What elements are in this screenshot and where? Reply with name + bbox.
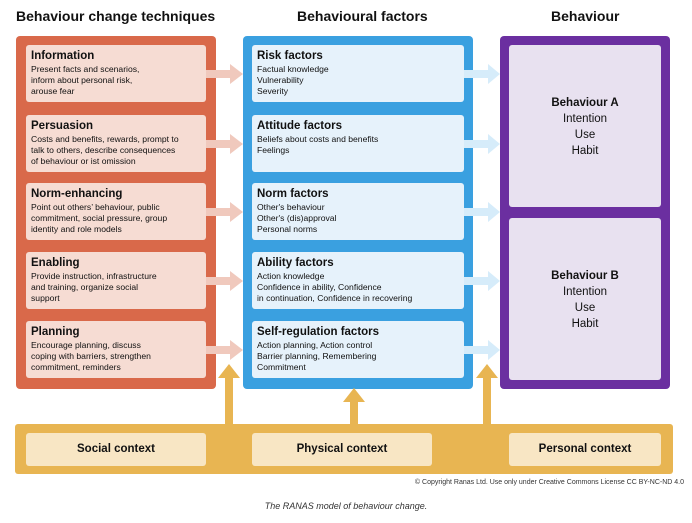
factor-card-risk: Risk factors Factual knowledge Vulnerabi… bbox=[252, 45, 464, 102]
factor-title: Ability factors bbox=[257, 257, 334, 269]
technique-card-enabling: Enabling Provide instruction, infrastruc… bbox=[26, 252, 206, 309]
factor-card-self-regulation: Self-regulation factors Action planning,… bbox=[252, 321, 464, 378]
technique-text: Point out others’ behaviour, public comm… bbox=[31, 202, 168, 235]
social-context: Social context bbox=[26, 433, 206, 466]
factor-card-ability: Ability factors Action knowledge Confide… bbox=[252, 252, 464, 309]
right-arrow bbox=[206, 134, 243, 154]
technique-text: Provide instruction, infrastructure and … bbox=[31, 271, 157, 304]
right-arrow bbox=[464, 202, 500, 222]
right-arrow bbox=[206, 271, 243, 291]
factor-card-norm: Norm factors Other's behaviour Other's (… bbox=[252, 183, 464, 240]
technique-card-planning: Planning Encourage planning, discuss cop… bbox=[26, 321, 206, 378]
right-arrow bbox=[206, 64, 243, 84]
factor-text: Other's behaviour Other's (dis)approval … bbox=[257, 202, 337, 235]
technique-title: Norm-enhancing bbox=[31, 188, 123, 200]
behaviour-card-b: Behaviour B Intention Use Habit bbox=[509, 218, 661, 380]
behaviour-title: Behaviour B bbox=[551, 270, 619, 282]
factor-title: Risk factors bbox=[257, 50, 323, 62]
factor-text: Factual knowledge Vulnerability Severity bbox=[257, 64, 329, 97]
factor-title: Norm factors bbox=[257, 188, 329, 200]
behaviour-heading: Behaviour bbox=[551, 8, 620, 24]
technique-title: Enabling bbox=[31, 257, 80, 269]
technique-text: Encourage planning, discuss coping with … bbox=[31, 340, 151, 373]
behaviour-card-a: Behaviour A Intention Use Habit bbox=[509, 45, 661, 207]
right-arrow bbox=[206, 340, 243, 360]
behaviour-line: Habit bbox=[571, 318, 599, 330]
factors-heading: Behavioural factors bbox=[297, 8, 428, 24]
behaviour-line: Use bbox=[574, 129, 596, 141]
technique-card-norm-enhancing: Norm-enhancing Point out others’ behavio… bbox=[26, 183, 206, 240]
technique-card-persuasion: Persuasion Costs and benefits, rewards, … bbox=[26, 115, 206, 172]
factor-text: Action knowledge Confidence in ability, … bbox=[257, 271, 413, 304]
up-arrow bbox=[343, 388, 365, 424]
personal-context: Personal context bbox=[509, 433, 661, 466]
technique-title: Information bbox=[31, 50, 95, 62]
factor-card-attitude: Attitude factors Beliefs about costs and… bbox=[252, 115, 464, 172]
up-arrow bbox=[476, 364, 498, 424]
behaviour-line: Intention bbox=[562, 113, 608, 125]
factor-text: Action planning, Action control Barrier … bbox=[257, 340, 377, 373]
factor-title: Attitude factors bbox=[257, 120, 342, 132]
behaviour-title: Behaviour A bbox=[551, 97, 619, 109]
right-arrow bbox=[206, 202, 243, 222]
technique-text: Present facts and scenarios, inform abou… bbox=[31, 64, 140, 97]
figure-caption: The RANAS model of behaviour change. bbox=[264, 501, 428, 511]
physical-context: Physical context bbox=[252, 433, 432, 466]
copyright-notice: © Copyright Ranas Ltd. Use only under Cr… bbox=[414, 479, 684, 486]
right-arrow bbox=[464, 340, 500, 360]
behaviour-line: Use bbox=[574, 302, 596, 314]
technique-title: Planning bbox=[31, 326, 80, 338]
techniques-heading: Behaviour change techniques bbox=[16, 8, 216, 24]
right-arrow bbox=[464, 64, 500, 84]
factor-text: Beliefs about costs and benefits Feeling… bbox=[257, 134, 379, 156]
behaviour-line: Intention bbox=[562, 286, 608, 298]
up-arrow bbox=[218, 364, 240, 424]
technique-text: Costs and benefits, rewards, prompt to t… bbox=[31, 134, 179, 167]
technique-title: Persuasion bbox=[31, 120, 93, 132]
technique-card-information: Information Present facts and scenarios,… bbox=[26, 45, 206, 102]
factor-title: Self-regulation factors bbox=[257, 326, 380, 338]
right-arrow bbox=[464, 271, 500, 291]
right-arrow bbox=[464, 134, 500, 154]
behaviour-line: Habit bbox=[571, 145, 599, 157]
